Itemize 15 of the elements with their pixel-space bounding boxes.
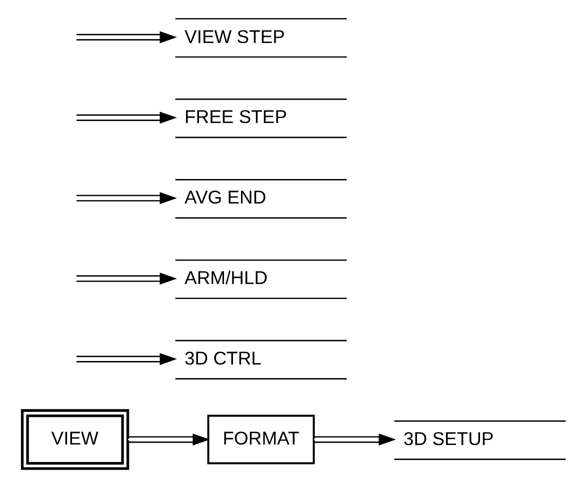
node-box: VIEW [20, 409, 129, 470]
arrow [76, 112, 176, 124]
node-text: 3D CTRL [184, 348, 261, 369]
node-text: AVG END [184, 186, 266, 208]
arrow [127, 434, 210, 446]
node-text: FREE STEP [184, 106, 287, 128]
arrow [76, 353, 176, 366]
node-text: 3D SETUP [402, 428, 494, 450]
arrow [314, 434, 396, 446]
node-text: ARM/HLD [184, 267, 268, 288]
arrow [76, 192, 176, 204]
arrow [76, 31, 176, 44]
node-text: VIEW STEP [184, 26, 285, 47]
arrow [76, 272, 176, 285]
node-box: FORMAT [206, 414, 314, 464]
